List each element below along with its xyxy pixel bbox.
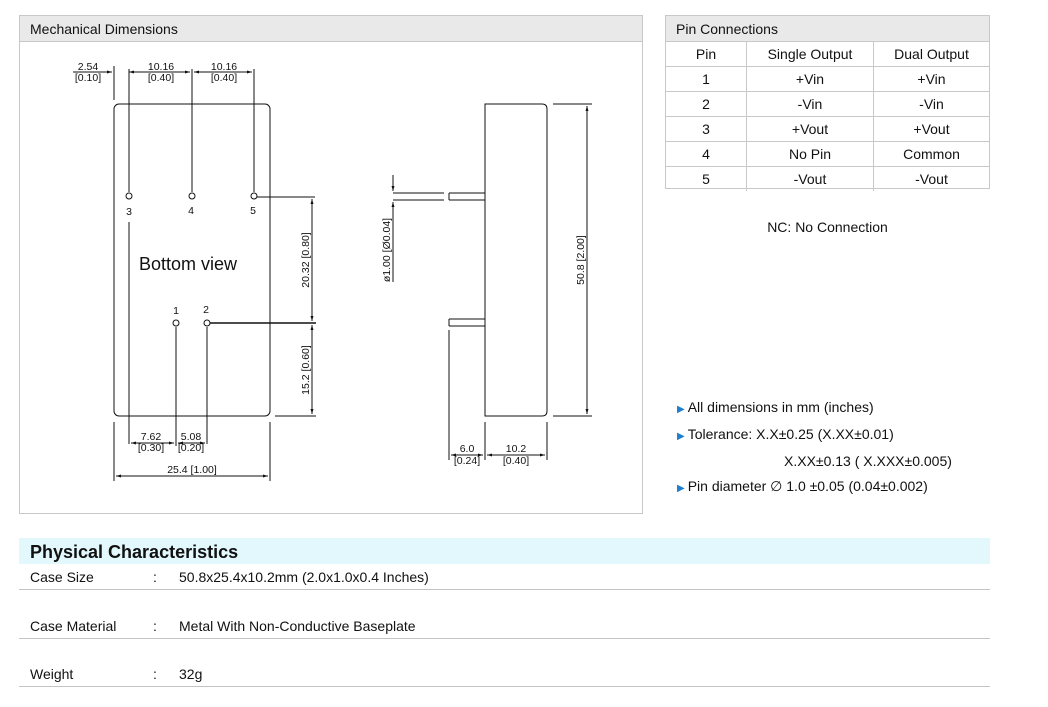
nc-note: NC: No Connection [767,219,888,235]
pin-label-3: 3 [126,206,132,218]
dim-0-30: [0.30] [138,442,164,454]
cell: No Pin [746,141,874,167]
note-units: All dimensions in mm (inches) [687,399,874,415]
dim-10-16-a: 10.16 [148,61,174,73]
cell: 3 [666,116,747,142]
dim-6-0: 6.0 [460,443,475,455]
dim-0-40-c: [0.40] [503,455,529,467]
dim-5-08: 5.08 [181,431,202,443]
dim-20-32: 20.32 [0.80] [300,232,312,288]
case-outline-side [484,103,548,417]
dim-pin-diameter: ø1.00 [Ø0.04] [381,218,393,282]
table-header-row: Pin Single Output Dual Output [666,42,989,67]
bullet-triangle-icon: ▶ [677,404,685,415]
row-separator: : [153,569,157,585]
physical-row-case-material: Case Material : Metal With Non-Conductiv… [19,618,990,639]
table-row: 1+Vin+Vin [666,66,989,92]
header-dual-output: Dual Output [873,42,989,67]
pin-1 [172,319,180,327]
row-separator: : [153,666,157,682]
pin-label-4: 4 [188,205,194,217]
physical-row-weight: Weight : 32g [19,666,990,687]
cell: -Vin [873,91,989,117]
cell: 2 [666,91,747,117]
cell: -Vin [746,91,874,117]
cell: +Vout [746,116,874,142]
header-pin: Pin [666,42,747,67]
pin-table: Pin Single Output Dual Output 1+Vin+Vin … [666,42,989,191]
dim-0-20: [0.20] [178,442,204,454]
pin-5 [250,192,258,200]
row-label: Case Size [30,569,94,585]
dim-0-24: [0.24] [454,455,480,467]
mechanical-dimensions-title: Mechanical Dimensions [20,16,642,42]
cell: 5 [666,166,747,191]
mechanical-dimensions-panel: Mechanical Dimensions [19,15,643,514]
pin-4 [188,192,196,200]
cell: Common [873,141,989,167]
pin-connections-title: Pin Connections [666,16,989,42]
dim-15-2: 15.2 [0.60] [300,345,312,395]
table-row: 3+Vout+Vout [666,116,989,142]
row-value: 32g [179,666,203,682]
dim-10-16-b: 10.16 [211,61,237,73]
row-value: Metal With Non-Conductive Baseplate [179,618,416,634]
row-label: Case Material [30,618,117,634]
bullet-triangle-icon: ▶ [677,431,685,442]
cell: +Vout [873,116,989,142]
note-tolerance: Tolerance: X.X±0.25 (X.XX±0.01) [687,426,894,442]
cell: 4 [666,141,747,167]
pin-2 [203,319,211,327]
table-row: 5-Vout-Vout [666,166,989,191]
cell: -Vout [873,166,989,191]
header-single-output: Single Output [746,42,874,67]
dim-7-62: 7.62 [141,431,162,443]
physical-row-case-size: Case Size : 50.8x25.4x10.2mm (2.0x1.0x0.… [19,569,990,590]
pin-label-2: 2 [203,304,209,316]
table-row: 2-Vin-Vin [666,91,989,117]
note-tolerance-2: X.XX±0.13 ( X.XXX±0.005) [784,453,952,469]
dim-height: 50.8 [2.00] [575,235,587,285]
pin-label-5: 5 [250,205,256,217]
cell: +Vin [873,66,989,92]
dim-0-10: [0.10] [75,72,101,84]
note-pin-diameter: Pin diameter ∅ 1.0 ±0.05 (0.04±0.002) [687,478,928,494]
pin-connections-panel: Pin Connections Pin Single Output Dual O… [665,15,990,191]
bullet-triangle-icon: ▶ [677,483,685,494]
row-separator: : [153,618,157,634]
physical-characteristics-title: Physical Characteristics [19,538,990,564]
dim-10-2: 10.2 [506,443,527,455]
bottom-view-label: Bottom view [139,254,238,274]
dim-0-40-a: [0.40] [148,72,174,84]
pin-label-1: 1 [173,305,179,317]
pin-3 [125,192,133,200]
dim-2-54: 2.54 [78,61,99,73]
dimension-notes: ▶All dimensions in mm (inches) ▶Toleranc… [677,395,952,501]
row-label: Weight [30,666,74,682]
cell: -Vout [746,166,874,191]
cell: 1 [666,66,747,92]
dim-0-40-b: [0.40] [211,72,237,84]
dim-width: 25.4 [1.00] [167,464,217,476]
cell: +Vin [746,66,874,92]
row-value: 50.8x25.4x10.2mm (2.0x1.0x0.4 Inches) [179,569,429,585]
